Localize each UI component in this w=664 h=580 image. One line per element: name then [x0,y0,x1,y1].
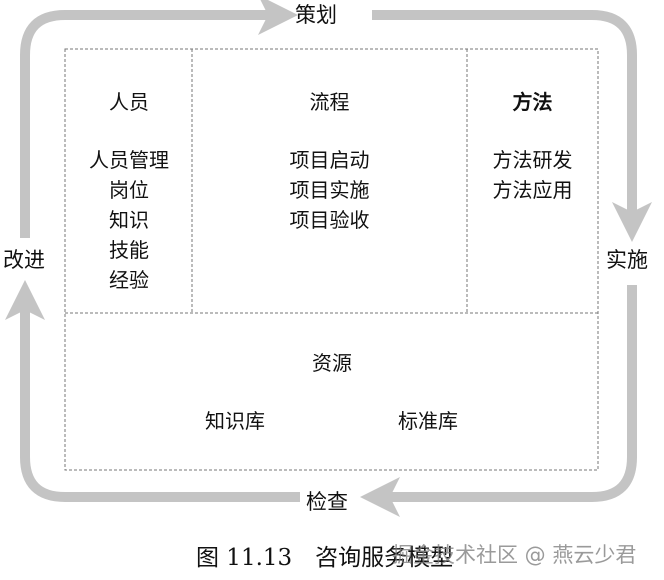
process-item: 项目实施 [289,178,370,202]
act-arrow [5,280,300,502]
people-item: 人员管理 [89,148,169,172]
resources-item: 标准库 [398,409,458,433]
plan-arrow [20,0,298,238]
process-cell: 流程 项目启动 项目实施 项目验收 [192,87,467,235]
check-label: 检查 [306,490,348,514]
people-cell: 人员 人员管理 岗位 知识 技能 经验 [66,87,192,295]
process-item: 项目启动 [289,148,370,172]
figure-caption: 图 11.13 咨询服务模型 [196,545,454,571]
method-item: 方法应用 [492,178,573,202]
people-item: 技能 [109,238,149,262]
resources-title: 资源 [312,351,352,375]
method-cell: 方法 方法研发 方法应用 [467,87,598,205]
process-title: 流程 [309,90,350,114]
method-title: 方法 [512,90,553,114]
model-box [64,48,599,471]
people-title: 人员 [109,90,149,114]
plan-label: 策划 [295,3,337,27]
people-item: 知识 [109,208,149,232]
resources-item: 知识库 [205,409,265,433]
check-arrow [360,285,637,517]
watermark: 掘金技术社区 @ 燕云少君 [392,543,637,567]
method-item: 方法研发 [492,148,573,172]
do-arrow [372,10,652,242]
people-item: 岗位 [109,178,149,202]
process-item: 项目验收 [289,208,370,232]
people-item: 经验 [109,268,149,292]
act-label: 改进 [3,248,45,272]
do-label: 实施 [606,248,648,272]
